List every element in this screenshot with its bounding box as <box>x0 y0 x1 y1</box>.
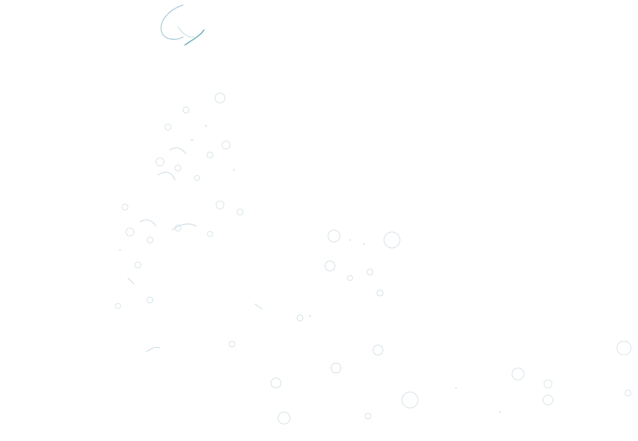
bubble <box>511 367 525 381</box>
bubble <box>228 340 236 348</box>
stroke <box>157 171 176 181</box>
dot <box>233 169 235 171</box>
bubble <box>347 275 353 281</box>
bubble-cluster-upper <box>115 92 244 309</box>
bubble <box>215 200 225 210</box>
bubble <box>164 123 172 131</box>
bubble <box>296 314 304 322</box>
bubble-cluster-right <box>511 340 632 406</box>
bubble <box>366 268 374 276</box>
bubble <box>194 175 200 181</box>
dot <box>363 243 365 245</box>
bubble <box>330 362 342 374</box>
dot <box>204 124 208 128</box>
bubble <box>221 140 231 150</box>
bubble <box>207 231 213 237</box>
dot <box>119 249 121 251</box>
bubble <box>376 289 384 297</box>
bubble <box>214 92 226 104</box>
stroke <box>169 147 187 155</box>
speckle-dots <box>119 124 501 413</box>
stroke <box>171 223 197 231</box>
bubble <box>146 296 154 304</box>
bubble <box>543 379 553 389</box>
cluster-strokes <box>127 147 263 353</box>
dot <box>190 138 194 142</box>
flourish-tail <box>184 29 205 46</box>
stroke <box>254 303 263 310</box>
bubble <box>236 208 244 216</box>
bubble <box>616 340 632 356</box>
bubble <box>206 151 214 159</box>
bubble <box>401 391 419 409</box>
bubble <box>146 236 154 244</box>
bubble <box>372 344 384 356</box>
flourish-hook <box>177 26 195 38</box>
bubble <box>542 394 554 406</box>
flourish-curl <box>160 4 184 40</box>
top-flourish <box>160 4 205 46</box>
bubble <box>383 231 401 249</box>
dot <box>308 314 312 318</box>
bubble <box>324 260 336 272</box>
bubble <box>270 377 282 389</box>
stroke <box>145 346 161 353</box>
stroke <box>127 277 135 285</box>
bubble <box>327 229 341 243</box>
bubble <box>364 412 372 420</box>
bubble <box>125 227 135 237</box>
bubble <box>155 157 165 167</box>
dot <box>455 387 457 389</box>
bubble <box>624 389 632 397</box>
bubble <box>182 106 190 114</box>
bubble <box>121 203 129 211</box>
bubble <box>277 411 291 425</box>
bubble-cluster-middle <box>228 229 419 425</box>
bubble <box>115 303 121 309</box>
bubble <box>134 261 142 269</box>
dot <box>499 411 501 413</box>
dot <box>349 239 351 241</box>
bubble <box>174 164 182 172</box>
stroke <box>139 219 157 227</box>
